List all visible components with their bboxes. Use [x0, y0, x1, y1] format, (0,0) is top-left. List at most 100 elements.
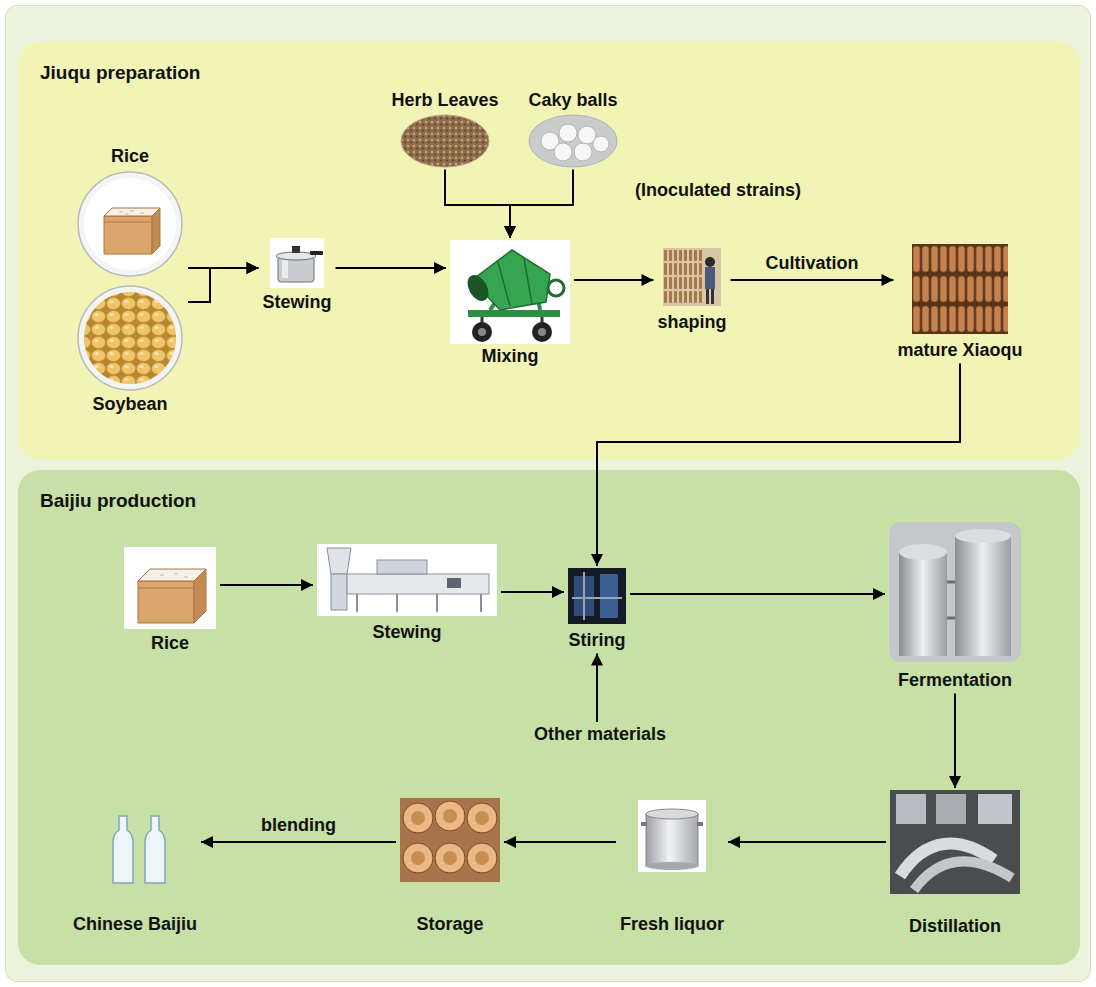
herb-leaves-icon	[400, 114, 490, 168]
distillation-icon	[890, 790, 1020, 894]
icon-part	[78, 172, 182, 276]
edge-label: Cultivation	[762, 253, 861, 275]
rice-icon	[76, 170, 184, 278]
flow-arrow	[504, 841, 616, 843]
stirrer-icon	[568, 568, 626, 624]
icon-part	[310, 251, 323, 255]
icon-part	[84, 178, 176, 270]
product-node: Chinese Baijiu	[69, 808, 201, 938]
bucket-icon	[638, 800, 706, 872]
step-label: Distillation	[909, 916, 1001, 938]
icon-part	[104, 221, 152, 222]
icon-part	[138, 569, 206, 581]
process-node: Storage	[396, 796, 504, 938]
icon-part	[317, 544, 497, 616]
icon-part	[706, 289, 709, 304]
step-label: Stiring	[569, 630, 626, 652]
icon-part	[435, 843, 465, 873]
icon-part	[529, 115, 617, 167]
step-label: Caky balls	[528, 90, 617, 112]
icon-part	[138, 581, 194, 623]
icon-part	[467, 803, 497, 833]
icon-part	[292, 246, 300, 253]
icon-part	[447, 578, 461, 588]
ingredient-node: Rice	[120, 545, 220, 657]
icon-part	[572, 572, 622, 620]
stage-panel: Jiuqu preparationRice Soybean StewingHer…	[18, 42, 1080, 460]
icon-part	[401, 115, 489, 167]
icon-part	[638, 800, 706, 872]
icon-part	[443, 851, 457, 865]
process-node: shaping	[653, 246, 730, 336]
icon-part	[978, 794, 1012, 824]
icon-part	[463, 271, 493, 304]
icon-part	[400, 798, 500, 882]
icon-part	[468, 310, 560, 317]
icon-part	[113, 816, 133, 883]
icon-part	[130, 210, 134, 212]
shaping-icon	[663, 248, 721, 306]
ingredient-node: Caky balls	[524, 88, 622, 170]
flow-arrow	[574, 279, 653, 281]
fermentation-icon	[889, 522, 1021, 662]
flow-arrow	[731, 279, 894, 281]
icon-part	[646, 862, 698, 870]
icon-part	[663, 250, 703, 304]
step-label: mature Xiaoqu	[897, 340, 1022, 362]
cooker-icon	[270, 238, 324, 288]
process-node: Distillation	[886, 788, 1024, 940]
stage-panel: Baijiu production Rice Stewing StiringOt…	[18, 470, 1080, 965]
icon-part	[559, 124, 577, 142]
icon-part	[711, 289, 714, 304]
icon-part	[357, 594, 481, 612]
icon-part	[104, 208, 160, 216]
icon-part	[532, 322, 552, 342]
icon-part	[124, 547, 216, 629]
product-node: mature Xiaoqu	[893, 242, 1026, 364]
flow-arrow	[596, 654, 598, 722]
note-label: (Inoculated strains)	[632, 180, 804, 202]
bottles-icon	[103, 810, 167, 884]
icon-part	[125, 213, 129, 215]
icon-part	[641, 822, 647, 826]
step-label: Fresh liquor	[620, 914, 724, 936]
icon-part	[554, 143, 572, 161]
icon-part	[697, 822, 703, 826]
icon-part	[899, 544, 947, 560]
section-heading: Jiuqu preparation	[40, 62, 200, 85]
icon-part	[347, 574, 489, 594]
icon-part	[411, 851, 425, 865]
flow-arrow	[954, 694, 956, 788]
icon-part	[327, 548, 351, 574]
process-node: Stewing	[258, 236, 335, 316]
icon-part	[443, 809, 457, 823]
icon-part	[955, 529, 1011, 543]
step-label: Mixing	[482, 346, 539, 368]
icon-part	[947, 582, 955, 618]
step-label: Soybean	[92, 394, 167, 416]
icon-part	[184, 576, 188, 578]
icon-part	[568, 568, 626, 624]
icon-part	[411, 811, 425, 825]
flow-arrow	[220, 584, 313, 586]
icon-part	[646, 809, 698, 819]
icon-part	[890, 790, 1020, 894]
icon-part	[403, 803, 433, 833]
step-label: Rice	[151, 633, 189, 655]
process-node: Stiring	[564, 566, 630, 654]
section-heading: Baijiu production	[40, 490, 196, 513]
mixer-icon	[450, 240, 570, 344]
icon-part	[435, 801, 465, 831]
icon-part	[705, 257, 715, 267]
soybean-icon	[76, 284, 184, 392]
icon-part	[593, 136, 609, 152]
xiaoqu-icon	[912, 244, 1008, 334]
icon-part	[160, 574, 164, 576]
icon-part	[663, 248, 721, 306]
icon-part	[914, 861, 1012, 890]
icon-part	[475, 811, 489, 825]
ingredient-node: Soybean	[72, 282, 188, 418]
ingredient-node: Herb Leaves	[387, 88, 502, 170]
icon-part	[140, 212, 144, 214]
